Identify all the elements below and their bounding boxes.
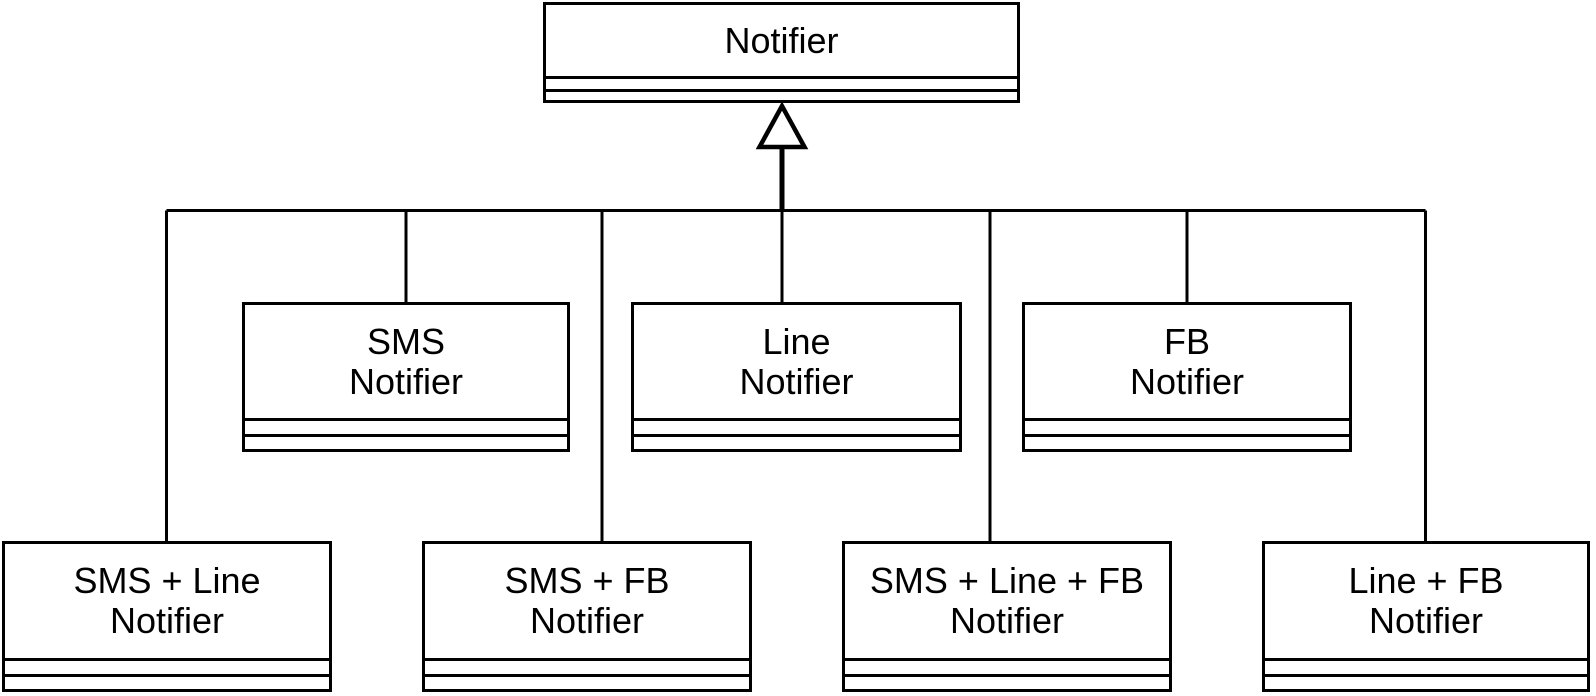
class-title: SMS + Line + FB Notifier (869, 560, 1145, 641)
class-name: Line Notifier (634, 305, 959, 418)
methods-compartment (425, 674, 749, 689)
class-title: Line Notifier (739, 320, 854, 402)
class-name: SMS + Line Notifier (5, 544, 329, 658)
class-box-fb-notifier: FB Notifier (1022, 302, 1352, 452)
methods-compartment (845, 674, 1169, 689)
methods-compartment (5, 674, 329, 689)
generalization-connector-lines (165, 209, 1427, 541)
attributes-compartment (1265, 658, 1587, 674)
class-name: Line + FB Notifier (1265, 544, 1587, 658)
attributes-compartment (634, 418, 959, 434)
attributes-compartment (1025, 418, 1349, 434)
class-title: Line + FB Notifier (1348, 560, 1504, 641)
attributes-compartment (245, 418, 567, 434)
class-title: FB Notifier (1129, 320, 1245, 402)
class-name: SMS + FB Notifier (425, 544, 749, 658)
class-box-line-fb-notifier: Line + FB Notifier (1262, 541, 1590, 692)
class-box-sms-line-notifier: SMS + Line Notifier (2, 541, 332, 692)
methods-compartment (634, 434, 959, 449)
class-box-sms-fb-notifier: SMS + FB Notifier (422, 541, 752, 692)
class-name: SMS Notifier (245, 305, 567, 418)
methods-compartment (245, 434, 567, 449)
inheritance-arrowhead (755, 101, 809, 150)
class-title: SMS + Line Notifier (73, 560, 261, 641)
methods-compartment (1265, 674, 1587, 689)
attributes-compartment (425, 658, 749, 674)
class-name: FB Notifier (1025, 305, 1349, 418)
class-box-sms-line-fb-notifier: SMS + Line + FB Notifier (842, 541, 1172, 692)
class-title: Notifier (724, 19, 839, 61)
methods-compartment (546, 89, 1017, 100)
class-name: Notifier (546, 5, 1017, 76)
class-box-notifier: Notifier (543, 2, 1020, 103)
class-box-line-notifier: Line Notifier (631, 302, 962, 452)
class-title: SMS Notifier (348, 320, 464, 402)
class-box-sms-notifier: SMS Notifier (242, 302, 570, 452)
methods-compartment (1025, 434, 1349, 449)
attributes-compartment (5, 658, 329, 674)
class-title: SMS + FB Notifier (504, 560, 670, 641)
class-name: SMS + Line + FB Notifier (845, 544, 1169, 658)
attributes-compartment (546, 76, 1017, 89)
attributes-compartment (845, 658, 1169, 674)
